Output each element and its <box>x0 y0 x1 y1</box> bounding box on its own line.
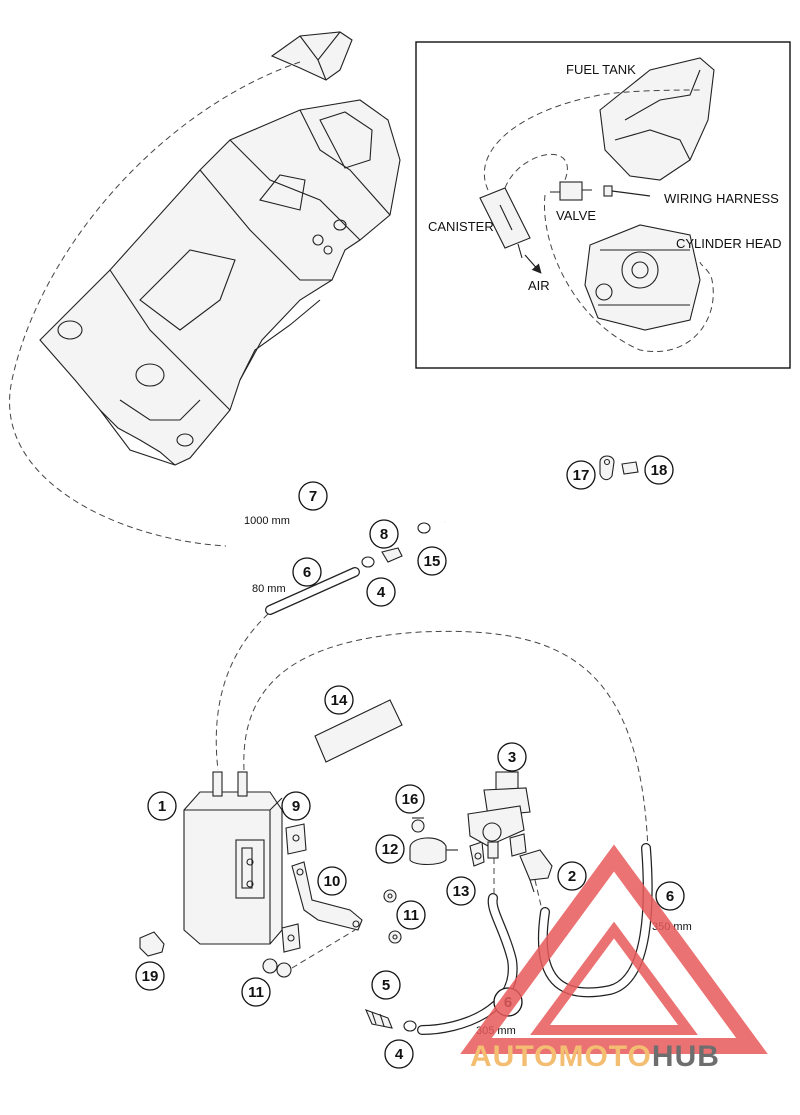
part-12-clamp <box>409 837 458 866</box>
part-9b-clip <box>281 923 301 953</box>
svg-text:AUTOMOTOHUB: AUTOMOTOHUB <box>470 1040 720 1073</box>
part-3-valve <box>467 771 531 859</box>
callout-13: 13 <box>446 876 476 906</box>
part-9-clip <box>285 823 307 855</box>
part-4-clamp-bottom <box>403 1020 417 1032</box>
dim-hose-6-80: 80 mm <box>252 583 286 595</box>
svg-text:4: 4 <box>395 1046 404 1063</box>
label-wiring-harness: WIRING HARNESS <box>664 191 779 206</box>
routing-line-frame <box>9 61 301 547</box>
label-air: AIR <box>528 278 550 293</box>
hose-7 <box>225 452 489 548</box>
svg-text:6: 6 <box>303 564 311 581</box>
svg-text:17: 17 <box>573 467 590 484</box>
svg-text:4: 4 <box>377 584 386 601</box>
svg-text:12: 12 <box>382 841 399 858</box>
watermark-text-moto: MOTO <box>558 1040 651 1073</box>
watermark-text-auto: AUTO <box>470 1040 558 1073</box>
part-1-canister <box>183 771 283 945</box>
callout-7: 7 <box>298 481 328 511</box>
part-17-clip <box>599 455 615 481</box>
callout-11-bottom: 11 <box>241 977 271 1007</box>
routing-line-canister-right <box>243 630 649 851</box>
svg-text:18: 18 <box>651 462 668 479</box>
watermark-text-hub: HUB <box>652 1040 720 1073</box>
part-8-nipple <box>381 547 403 563</box>
svg-text:11: 11 <box>248 984 264 1001</box>
svg-text:11: 11 <box>403 907 419 924</box>
callout-14: 14 <box>324 685 354 715</box>
hose-6-80mm <box>265 567 360 615</box>
svg-text:10: 10 <box>324 873 341 890</box>
fuel-tank-drawing <box>599 57 715 181</box>
part-11-screws <box>262 889 402 978</box>
canister-drawing <box>479 187 531 259</box>
callout-19: 19 <box>135 961 165 991</box>
part-14-sticker <box>314 699 403 763</box>
part-5-nipple <box>364 1009 393 1029</box>
svg-text:13: 13 <box>453 883 470 900</box>
frame-drawing <box>39 31 401 466</box>
label-valve: VALVE <box>556 208 596 223</box>
part-15-clamp <box>417 522 431 534</box>
label-fuel-tank: FUEL TANK <box>566 62 636 77</box>
svg-text:16: 16 <box>402 791 419 808</box>
dim-hose-7: 1000 mm <box>244 515 290 527</box>
cylinder-head-drawing <box>584 224 701 331</box>
svg-text:8: 8 <box>380 526 388 543</box>
callout-17: 17 <box>566 460 596 490</box>
callout-8: 8 <box>369 519 399 549</box>
svg-text:3: 3 <box>508 749 516 766</box>
part-10-bracket <box>291 861 363 931</box>
part-13-clip <box>469 841 485 867</box>
callout-4-top: 4 <box>366 577 396 607</box>
callout-5: 5 <box>371 970 401 1000</box>
callout-6-80: 6 <box>292 557 322 587</box>
svg-text:6: 6 <box>666 888 674 905</box>
svg-text:7: 7 <box>309 488 317 505</box>
callout-10: 10 <box>317 866 347 896</box>
label-canister: CANISTER <box>428 219 494 234</box>
routing-line-canister-left <box>215 613 269 771</box>
callout-3: 3 <box>497 742 527 772</box>
svg-text:9: 9 <box>292 798 300 815</box>
svg-text:1: 1 <box>158 798 166 815</box>
part-18-screw <box>621 461 639 475</box>
callout-16: 16 <box>395 784 425 814</box>
routing-line-nipple-hose <box>534 879 543 911</box>
callout-12: 12 <box>375 834 405 864</box>
part-19-cap <box>139 931 165 957</box>
callout-15: 15 <box>417 546 447 576</box>
label-cylinder-head: CYLINDER HEAD <box>676 236 781 251</box>
callout-1: 1 <box>147 791 177 821</box>
hose-6-305mm <box>417 893 518 1035</box>
watermark-logo: AUTOMOTOHUB <box>460 844 768 1073</box>
part-16-screw <box>411 817 425 833</box>
svg-text:14: 14 <box>331 692 348 709</box>
callout-18: 18 <box>644 455 674 485</box>
inset-system-schematic: FUEL TANK CANISTER VALVE WIRING HARNESS … <box>415 41 791 369</box>
svg-text:19: 19 <box>142 968 159 985</box>
valve-drawing <box>550 181 613 201</box>
callout-2: 2 <box>557 861 587 891</box>
part-4-clamp-top <box>361 556 375 568</box>
callout-11-right: 11 <box>396 900 426 930</box>
svg-text:15: 15 <box>424 553 441 570</box>
callout-9: 9 <box>281 791 311 821</box>
svg-text:5: 5 <box>382 977 390 994</box>
callout-4-bottom: 4 <box>384 1039 414 1069</box>
callout-6-350: 6 <box>655 881 685 911</box>
svg-text:2: 2 <box>568 868 576 885</box>
part-2-nipple <box>519 849 553 893</box>
